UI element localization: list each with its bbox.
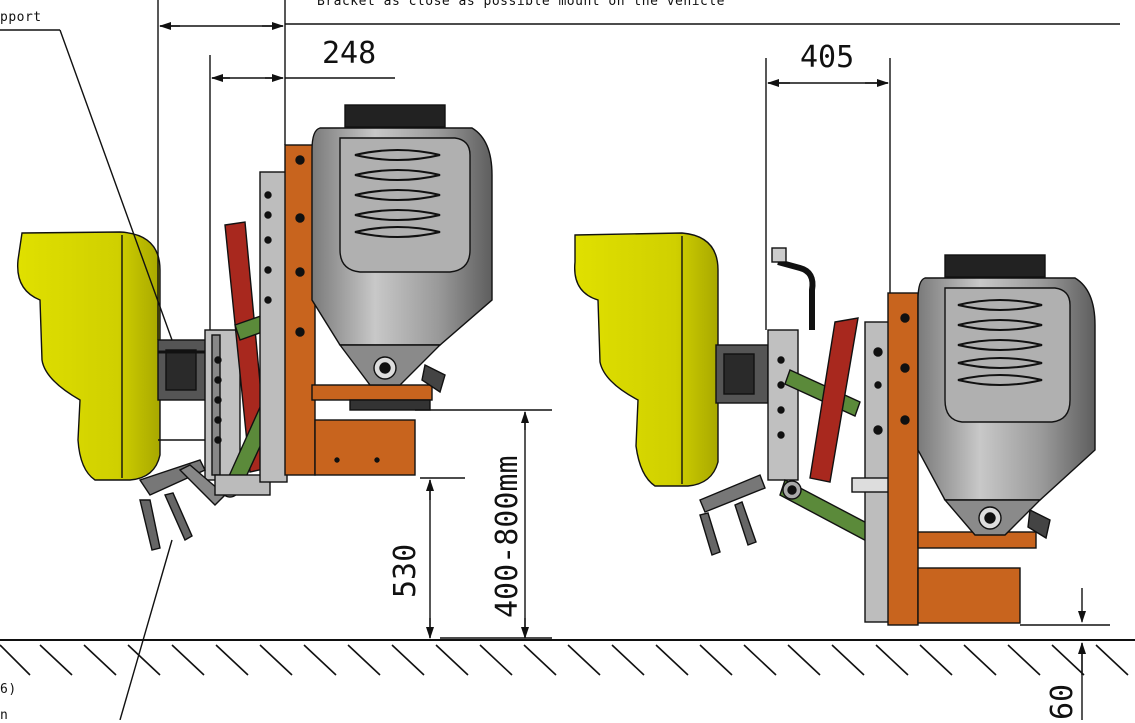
right-machine <box>574 232 1096 626</box>
dimension-248: 248 <box>322 36 377 71</box>
dimension-530: 530 <box>388 543 423 598</box>
bottom-note-1: 6) <box>0 682 17 697</box>
left-machine <box>16 104 493 551</box>
dimension-60: 60 <box>1045 683 1080 720</box>
ground <box>0 639 1135 676</box>
dimension-400-800: 400-800mm <box>490 455 525 618</box>
bottom-note-2: n <box>0 708 9 723</box>
dimension-405: 405 <box>800 40 855 75</box>
left-support-label: pport <box>0 10 42 25</box>
top-note: Bracket as close as possible mount on th… <box>317 0 726 9</box>
